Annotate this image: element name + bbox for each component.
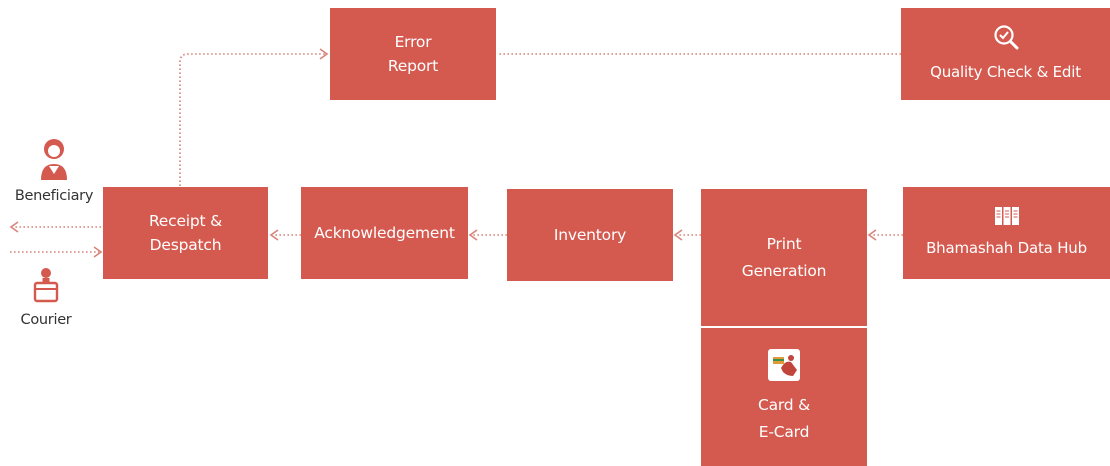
arrowhead-into-receipt — [269, 229, 279, 241]
arrowhead-into-beneficiary — [9, 221, 19, 233]
node-acknowledgement: Acknowledgement — [301, 187, 468, 279]
node-inventory: Inventory — [507, 189, 673, 281]
arrowhead-into-receipt-from-courier — [93, 246, 103, 258]
node-error-report: Error Report — [330, 8, 496, 100]
node-data-hub: Bhamashah Data Hub — [903, 187, 1110, 279]
arrowhead-into-inv — [673, 229, 683, 241]
person-icon — [37, 136, 71, 186]
magnifier-check-icon — [993, 24, 1019, 54]
data-hub-icon — [994, 206, 1020, 230]
node-acknowledgement-label: Acknowledgement — [314, 224, 455, 242]
node-error-report-label: Error Report — [387, 33, 439, 75]
node-quality-check: Quality Check & Edit — [901, 8, 1110, 100]
node-print-generation: Print Generation — [701, 189, 867, 326]
hand-card-icon — [767, 348, 801, 386]
node-card-ecard-label: Card & E-Card — [757, 396, 811, 441]
arrowhead-into-ack — [468, 229, 478, 241]
actor-beneficiary-label: Beneficiary — [14, 188, 94, 204]
actor-courier: Courier — [18, 266, 74, 328]
node-receipt-despatch-label: Receipt & Despatch — [148, 212, 223, 254]
node-print-generation-label: Print Generation — [741, 234, 827, 280]
arrowhead-into-error — [319, 48, 329, 60]
node-receipt-despatch: Receipt & Despatch — [103, 187, 268, 279]
node-quality-check-label: Quality Check & Edit — [930, 63, 1081, 81]
edge-receipt-to-error — [179, 53, 326, 186]
node-data-hub-label: Bhamashah Data Hub — [926, 239, 1087, 257]
courier-icon — [31, 266, 61, 310]
node-card-ecard: Card & E-Card — [701, 328, 867, 466]
arrowhead-into-print — [867, 229, 877, 241]
actor-courier-label: Courier — [20, 312, 72, 328]
actor-beneficiary: Beneficiary — [6, 136, 102, 204]
node-inventory-label: Inventory — [553, 226, 627, 244]
